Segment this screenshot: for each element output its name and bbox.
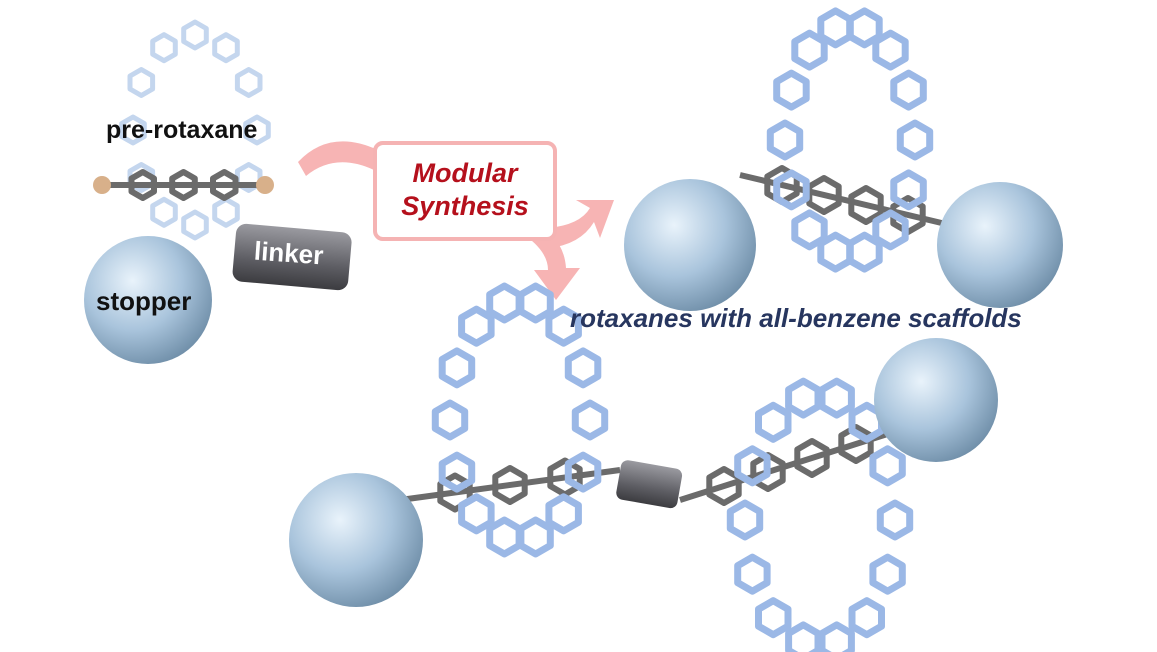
macrocycle-benzene-ring — [181, 209, 209, 241]
macrocycle-benzene-ring — [571, 399, 609, 441]
macrocycle-benzene-ring — [127, 67, 156, 98]
macrocycle-benzene-ring — [486, 282, 523, 324]
stopper-sphere — [84, 236, 212, 364]
axle-benzene-ring — [128, 169, 157, 201]
arrow-to-bottom-product — [520, 226, 580, 300]
modular-synthesis-box: Modular Synthesis — [373, 141, 557, 241]
axle-bond — [399, 467, 621, 503]
macrocycle-benzene-ring — [150, 196, 178, 228]
macrocycle-benzene-ring — [791, 209, 828, 251]
linker-label: linker — [253, 235, 325, 271]
macrocycle-benzene-ring — [517, 516, 554, 558]
macrocycle-benzene-ring — [773, 169, 810, 211]
macrocycle-benzene-ring — [848, 597, 885, 639]
linker-block — [232, 223, 352, 291]
molecules — [93, 7, 951, 652]
macrocycle-benzene-ring — [846, 7, 883, 49]
macrocycle-benzene-ring — [150, 32, 178, 64]
macrocycle-benzene-ring — [818, 621, 855, 652]
macrocycle-benzene-ring — [896, 119, 934, 161]
bromine-atom — [256, 176, 274, 194]
macrocycle-benzene-ring — [785, 621, 822, 652]
macrocycle-benzene-ring — [212, 32, 240, 64]
box-line-1: Modular — [412, 158, 518, 188]
axle-benzene-ring — [492, 465, 528, 505]
product-caption: rotaxanes with all-benzene scaffolds — [570, 303, 1022, 333]
stopper-sphere — [624, 179, 756, 311]
macrocycle-benzene-ring — [517, 282, 554, 324]
stopper-sphere — [289, 473, 423, 607]
macrocycle-benzene-ring — [890, 169, 927, 211]
axle-benzene-ring — [794, 438, 830, 478]
macrocycle-benzene-ring — [872, 209, 909, 251]
macrocycle-benzene-ring — [890, 69, 927, 111]
macrocycle-benzene-ring — [234, 67, 263, 98]
pre-rotaxane-label: pre-rotaxane — [106, 116, 258, 144]
macrocycle-benzene-ring — [755, 597, 792, 639]
macrocycle-benzene-ring — [734, 445, 771, 487]
macrocycle-benzene-ring — [545, 305, 582, 347]
macrocycle-benzene-ring — [785, 377, 822, 419]
macrocycle-benzene-ring — [817, 7, 854, 49]
axle-benzene-ring — [750, 452, 786, 492]
macrocycle-benzene-ring — [755, 401, 792, 443]
macrocycle-benzene-ring — [846, 231, 883, 273]
macrocycle-benzene-ring — [876, 499, 914, 541]
macrocycle-benzene-ring — [734, 553, 771, 595]
macrocycle-benzene-ring — [181, 19, 209, 51]
macrocycle-benzene-ring — [212, 196, 240, 228]
arrow-in — [298, 141, 378, 176]
macrocycle-benzene-ring — [234, 162, 263, 193]
macrocycle-benzene-ring — [438, 347, 476, 389]
bromine-atom — [93, 176, 111, 194]
macrocycle-benzene-ring — [872, 29, 909, 71]
macrocycle-benzene-ring — [127, 162, 156, 193]
macrocycle-benzene-ring — [564, 347, 602, 389]
axle-benzene-ring — [848, 185, 884, 225]
reaction-arrows — [298, 141, 614, 300]
macrocycle-benzene-ring — [243, 114, 271, 146]
stopper-sphere — [874, 338, 998, 462]
macrocycle-benzene-ring — [545, 493, 582, 535]
stopper-sphere — [937, 182, 1063, 308]
macrocycle-benzene-ring — [869, 445, 906, 487]
linker-block-in-product — [616, 460, 683, 509]
axle-benzene-ring — [169, 169, 198, 201]
macrocycle-benzene-ring — [486, 516, 523, 558]
macrocycle-benzene-ring — [119, 114, 147, 146]
arrow-to-top-product — [548, 200, 614, 248]
macrocycle-benzene-ring — [458, 305, 495, 347]
stopper-label: stopper — [96, 286, 192, 316]
macrocycle-benzene-ring — [766, 119, 804, 161]
axle-bond — [679, 427, 901, 503]
axle-benzene-ring — [210, 169, 239, 201]
box-line-2: Synthesis — [401, 191, 529, 221]
macrocycle-benzene-ring — [431, 399, 469, 441]
macrocycle-benzene-ring — [773, 69, 810, 111]
macrocycle-benzene-ring — [818, 377, 855, 419]
macrocycle-benzene-ring — [869, 553, 906, 595]
macrocycle-benzene-ring — [458, 493, 495, 535]
macrocycle-benzene-ring — [726, 499, 764, 541]
macrocycle-benzene-ring — [564, 451, 602, 493]
macrocycle-benzene-ring — [438, 451, 476, 493]
